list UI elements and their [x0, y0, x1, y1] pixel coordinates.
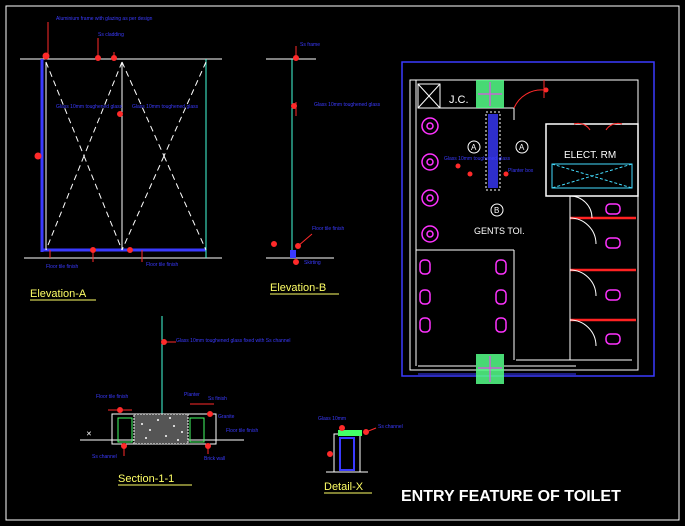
sheet-border: [5, 5, 680, 521]
elev-a-note-6: Floor tile finish: [146, 262, 178, 268]
section-note-2: Planter: [184, 392, 200, 398]
elevation-b-caption: Elevation-B: [270, 282, 326, 294]
room-label-gents-toilet: GENTS TOI.: [474, 226, 525, 236]
detail-x-caption: Detail-X: [324, 481, 364, 493]
elev-a-note-5: Floor tile finish: [46, 264, 78, 270]
elevation-a-caption: Elevation-A: [30, 288, 87, 300]
elev-b-note-4: Skirting: [304, 260, 321, 266]
section-note-4: Ss finish: [208, 396, 227, 402]
elevation-b: Ss frame Glass 10mm toughened glass Floo…: [266, 42, 381, 295]
detail-x: Glass 10mm Ss channel Detail-X: [318, 416, 403, 494]
section-note-1: Glass 10mm toughened glass fixed with Ss…: [176, 338, 291, 344]
section-note-8: Brick wall: [204, 456, 225, 462]
section-note-6: Floor tile finish: [226, 428, 258, 434]
elev-b-note-3: Floor tile finish: [312, 226, 344, 232]
sheet-title: ENTRY FEATURE OF TOILET: [401, 488, 621, 505]
section-marker-a-right: A: [519, 143, 525, 152]
section-note-3: Floor tile finish: [96, 394, 128, 400]
section-note-5: Granite: [218, 414, 235, 420]
toilet-plan: J.C. ELECT. RM: [401, 61, 655, 384]
elev-a-note-1: Aluminium frame with glazing as per desi…: [56, 16, 153, 22]
plan-note-1: Glass 10mm toughened glass: [444, 156, 511, 162]
elev-a-note-3: Glass 10mm toughened glass: [56, 104, 123, 110]
elev-a-note-2: Ss cladding: [98, 32, 124, 38]
section-marker-a-left: A: [471, 143, 477, 152]
section-note-7: Ss channel: [92, 454, 117, 460]
elevation-a: Aluminium frame with glazing as per desi…: [20, 16, 222, 301]
section-1-1: ✕ Glass 10mm toughened glass fixed with …: [80, 316, 291, 486]
detail-x-note-2: Ss channel: [378, 424, 403, 430]
room-label-elect-rm: ELECT. RM: [564, 150, 616, 161]
elev-a-note-4: Glass 10mm toughened glass: [132, 104, 199, 110]
section-cut-mark-left: ✕: [86, 431, 92, 438]
detail-x-note-1: Glass 10mm: [318, 416, 346, 422]
elev-b-note-1: Ss frame: [300, 42, 320, 48]
plan-note-2: Planter box: [508, 168, 534, 174]
section-marker-b: B: [494, 206, 499, 215]
section-1-1-caption: Section-1-1: [118, 473, 174, 485]
room-label-jc: J.C.: [449, 94, 469, 106]
elev-b-note-2: Glass 10mm toughened glass: [314, 102, 381, 108]
